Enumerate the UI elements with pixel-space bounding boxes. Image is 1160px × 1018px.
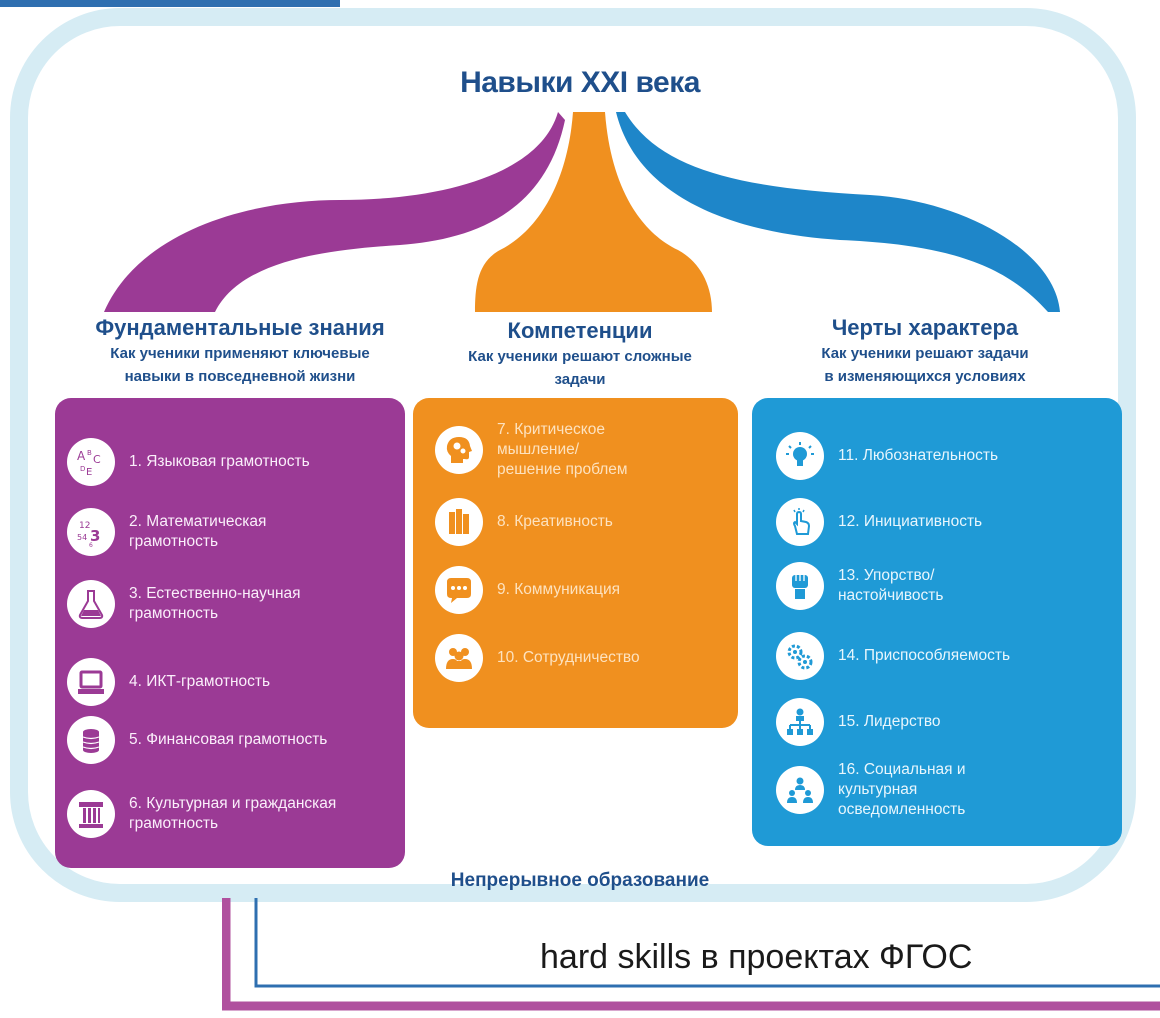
list-item: 5. Финансовая грамотность [67, 716, 327, 764]
panel-character-traits: 11. Любознательность 12. Инициативность … [752, 398, 1122, 846]
svg-text:C: C [93, 453, 101, 466]
blue-branch [616, 112, 1060, 312]
item-label: 14. Приспособляемость [838, 647, 1011, 664]
list-item: 8. Креативность [435, 498, 613, 546]
chat-bubble-icon [435, 566, 483, 614]
lightbulb-icon [776, 432, 824, 480]
heading: Компетенции [507, 318, 653, 343]
item-label: 4. ИКТ-грамотность [129, 673, 271, 690]
column-header-fundamental: Фундаментальные знания Как ученики приме… [70, 315, 410, 387]
svg-text:B: B [87, 449, 92, 457]
list-item: 15. Лидерство [776, 698, 941, 746]
svg-text:12: 12 [79, 521, 90, 531]
social-people-icon [776, 766, 824, 814]
subtitle-line-2: навыки в повседневной жизни [124, 368, 356, 385]
list-item: 9. Коммуникация [435, 566, 620, 614]
item-label: 12. Инициативность [838, 513, 983, 530]
flask-icon [67, 580, 115, 628]
heading: Черты характера [831, 315, 1019, 340]
svg-text:3: 3 [90, 527, 100, 545]
coins-icon [67, 716, 115, 764]
fist-icon [776, 562, 824, 610]
subtitle-line-1: Как ученики решают задачи [821, 345, 1029, 362]
item-label: 15. Лидерство [838, 713, 941, 730]
subtitle-line-2: в изменяющихся условиях [824, 368, 1026, 385]
caption-text: hard skills в проектах ФГОС [540, 938, 973, 976]
pencils-icon [435, 498, 483, 546]
list-item: 12. Инициативность [776, 498, 982, 546]
item-label: 13. Упорство/настойчивость [838, 567, 944, 604]
top-accent-bar [0, 0, 340, 7]
caption-underline-decoration [222, 898, 1160, 1011]
svg-text:D: D [80, 465, 85, 473]
item-label: 8. Креативность [497, 513, 613, 530]
org-chart-icon [776, 698, 824, 746]
item-label: 5. Финансовая грамотность [129, 731, 328, 748]
orange-branch [475, 112, 712, 312]
item-label: 1. Языковая грамотность [129, 453, 310, 470]
heading: Фундаментальные знания [95, 315, 385, 340]
column-header-competencies: Компетенции Как ученики решают сложные з… [440, 318, 720, 390]
computer-icon [67, 658, 115, 706]
item-label: 9. Коммуникация [497, 581, 621, 598]
svg-text:54: 54 [77, 533, 87, 542]
list-item: 13. Упорство/настойчивость [776, 562, 943, 610]
branch-arches [104, 112, 1060, 312]
subtitle-line-1: Как ученики решают сложные [468, 348, 692, 365]
list-item: 10. Сотрудничество [435, 634, 640, 682]
list-item: 14. Приспособляемость [776, 632, 1010, 680]
svg-text:6: 6 [89, 542, 93, 548]
footer-continuous-education: Непрерывное образование [450, 870, 710, 891]
column-header-character: Черты характера Как ученики решают задач… [775, 315, 1075, 387]
people-group-icon [435, 634, 483, 682]
head-gears-icon [435, 426, 483, 474]
item-label: 10. Сотрудничество [497, 649, 640, 666]
purple-branch [104, 112, 565, 312]
list-item: 4. ИКТ-грамотность [67, 658, 270, 706]
pointing-hand-icon [776, 498, 824, 546]
list-item: 11. Любознательность [776, 432, 998, 480]
subtitle-line-2: задачи [554, 371, 606, 388]
subtitle-line-1: Как ученики применяют ключевые [110, 345, 370, 362]
main-title: Навыки XXI века [460, 66, 700, 99]
svg-text:E: E [86, 467, 92, 478]
item-label: 11. Любознательность [838, 447, 999, 464]
column-icon [67, 790, 115, 838]
svg-text:A: A [77, 449, 86, 463]
gears-icon [776, 632, 824, 680]
